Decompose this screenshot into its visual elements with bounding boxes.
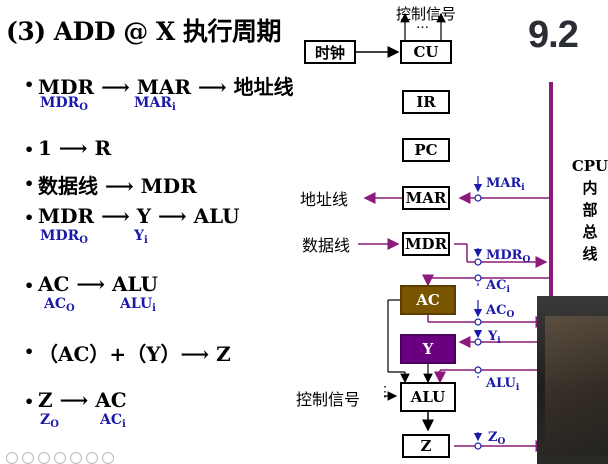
signal-mar-in: MARi — [486, 176, 525, 193]
toolbar-circle-icon[interactable] — [102, 452, 114, 464]
bullet-dot: • — [24, 342, 35, 361]
step-control-signal: ACi — [100, 412, 126, 430]
slide-title: (3) ADD @ X 执行周期 — [6, 17, 282, 46]
bullet-dot: • — [24, 208, 35, 227]
step-control-signal: Yi — [134, 228, 148, 246]
signal-ac-in: ACi — [486, 278, 510, 295]
micro-operation-text: MDR ⟶ MAR ⟶ 地址线 — [38, 75, 294, 99]
toolbar-circle-icon[interactable] — [86, 452, 98, 464]
register-clock: 时钟 — [304, 40, 356, 64]
register-ac: AC — [400, 285, 456, 315]
toolbar-circle-icon[interactable] — [38, 452, 50, 464]
control-signal-dots-left: ⋮ — [378, 384, 392, 400]
data-line-label: 数据线 — [302, 236, 351, 255]
control-signal-dots-top: … — [416, 17, 429, 32]
signal-ac-out: ACO — [486, 303, 515, 320]
signal-y-in: Yi — [488, 329, 501, 346]
register-mar: MAR — [402, 186, 450, 210]
cpu-internal-bus-label: CPU 内部总线 — [568, 155, 608, 265]
step-control-signal: MDRO — [40, 228, 88, 246]
register-mdr: MDR — [402, 232, 450, 256]
register-y: Y — [400, 334, 456, 364]
bullet-dot: • — [24, 140, 35, 159]
bus-label-line: 线 — [582, 245, 598, 263]
toolbar-circle-icon[interactable] — [6, 452, 18, 464]
player-toolbar — [6, 452, 114, 464]
bullet-dot: • — [24, 276, 35, 295]
register-alu: ALU — [400, 382, 456, 412]
register-ir: IR — [402, 90, 450, 114]
page-number: 9.2 — [528, 14, 579, 56]
signal-alu-in: ALUi — [486, 376, 520, 393]
toolbar-circle-icon[interactable] — [70, 452, 82, 464]
register-pc: PC — [402, 138, 450, 162]
control-signal-label-left: 控制信号 — [296, 390, 361, 409]
signal-z-out: ZO — [488, 430, 506, 447]
step-control-signal: ZO — [40, 412, 59, 430]
bus-label-line: 部 — [582, 201, 598, 219]
bullet-dot: • — [24, 75, 35, 94]
register-z: Z — [402, 434, 450, 458]
micro-operation-text: MDR ⟶ Y ⟶ ALU — [38, 204, 240, 228]
step-control-signal: ALUi — [120, 296, 156, 314]
bus-label-line: 总 — [582, 223, 598, 241]
step-control-signal: MDRO — [40, 95, 88, 113]
toolbar-circle-icon[interactable] — [54, 452, 66, 464]
presenter-video-overlay — [537, 296, 608, 464]
bus-label-line: CPU — [571, 157, 608, 175]
address-line-label: 地址线 — [300, 190, 349, 209]
toolbar-circle-icon[interactable] — [22, 452, 34, 464]
micro-operation-text: （AC）+（Y）⟶ Z — [38, 342, 231, 366]
control-signal-label-top: 控制信号 — [396, 5, 457, 23]
step-control-signal: MARi — [134, 95, 176, 113]
micro-operation-text: 1 ⟶ R — [38, 136, 112, 160]
signal-mdr-out: MDRO — [486, 248, 531, 265]
micro-operation-text: AC ⟶ ALU — [38, 272, 158, 296]
bullet-dot: • — [24, 174, 35, 193]
bus-label-line: 内 — [582, 179, 598, 197]
micro-operation-text: Z ⟶ AC — [38, 388, 127, 412]
micro-operation-text: 数据线 ⟶ MDR — [38, 174, 197, 198]
bullet-dot: • — [24, 392, 35, 411]
register-cu: CU — [400, 40, 452, 64]
step-control-signal: ACO — [44, 296, 75, 314]
